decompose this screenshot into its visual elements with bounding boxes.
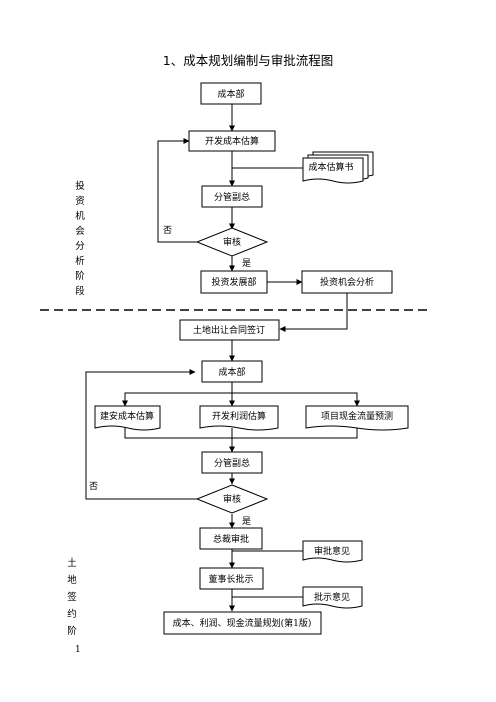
label-shenpi-yijian: 审批意见 xyxy=(314,545,350,557)
stage-1-char: 阶 xyxy=(75,270,85,282)
stage-2-char: 土 xyxy=(67,557,77,569)
label-guihua: 成本、利润、现金流量规划(第1版) xyxy=(173,617,312,629)
page-number: 1 xyxy=(75,645,81,655)
stage-2-char: 约 xyxy=(67,608,77,620)
label-kaifa-guji: 开发成本估算 xyxy=(205,135,259,147)
node-tudi-hetong xyxy=(179,319,280,341)
label-lirun-guji: 开发利润估算 xyxy=(212,410,266,422)
stage-1-char: 析 xyxy=(75,255,85,267)
stage-1-char: 机 xyxy=(75,210,85,222)
node-shenpi-yijian xyxy=(302,540,363,563)
node-kaifa-guji xyxy=(188,130,276,152)
label-dongshi: 董事长批示 xyxy=(208,573,253,585)
label-xianjin-yuce: 项目现金流量预测 xyxy=(321,410,393,422)
label-zongcai: 总裁审批 xyxy=(213,533,249,545)
label-tudi-hetong: 土地出让合同签订 xyxy=(193,324,265,336)
node-guji-shu xyxy=(302,151,374,184)
edge-label-yes-1: 是 xyxy=(242,258,251,269)
node-chengbenbu-2 xyxy=(201,360,263,383)
edge-label-yes-2: 是 xyxy=(242,516,251,527)
node-xianjin-yuce xyxy=(305,405,409,431)
connectors xyxy=(85,104,360,612)
edge-shenhe2-no xyxy=(85,369,198,500)
node-guihua xyxy=(163,611,322,635)
stage-label-2: 土 地 签 约 阶 xyxy=(67,557,77,637)
stage-1-char: 会 xyxy=(75,225,85,237)
stage-1-char: 段 xyxy=(75,285,85,297)
node-zongcai xyxy=(199,527,263,550)
stage-2-char: 阶 xyxy=(67,625,77,637)
label-chengbenbu-2: 成本部 xyxy=(218,366,245,378)
page-title: 1、成本规划编制与审批流程图 xyxy=(163,53,333,68)
label-jianan-guji: 建安成本估算 xyxy=(100,410,154,422)
node-shenhe-2 xyxy=(195,484,269,514)
node-fenguan-2 xyxy=(201,451,263,474)
label-touzi-fenxi: 投资机会分析 xyxy=(320,276,374,288)
node-shenhe-1 xyxy=(195,227,269,257)
edge-label-no-2: 否 xyxy=(89,481,98,492)
node-pishi-yijian xyxy=(302,586,363,609)
node-chengbenbu-1 xyxy=(200,82,262,105)
stage-2-char: 签 xyxy=(67,591,77,603)
stage-2-char: 地 xyxy=(67,574,77,586)
edge-label-no-1: 否 xyxy=(163,225,172,236)
edge-merge-bus xyxy=(124,428,358,439)
label-shenhe-1: 审核 xyxy=(223,236,241,248)
node-touzi-fazhan xyxy=(200,270,268,294)
label-shenhe-2: 审核 xyxy=(223,493,241,505)
node-touzi-fenxi xyxy=(301,270,393,294)
label-fenguan-1: 分管副总 xyxy=(214,191,250,203)
label-fenguan-2: 分管副总 xyxy=(214,457,250,469)
node-jianan-guji xyxy=(94,405,161,431)
edge-fenxi-tudi xyxy=(279,293,348,332)
label-chengbenbu-1: 成本部 xyxy=(217,88,244,100)
edge-shenhe1-no xyxy=(157,138,198,243)
stage-1-char: 投 xyxy=(75,180,85,192)
node-fenguan-1 xyxy=(201,185,263,208)
node-lirun-guji xyxy=(199,405,279,431)
edge-split-bus xyxy=(124,392,358,406)
node-dongshi xyxy=(199,567,264,590)
stage-label-1: 投 资 机 会 分 析 阶 段 xyxy=(75,180,85,297)
label-guji-shu: 成本估算书 xyxy=(308,161,353,173)
label-pishi-yijian: 批示意见 xyxy=(314,591,350,603)
stage-1-char: 资 xyxy=(75,196,85,207)
stage-1-char: 分 xyxy=(75,241,85,252)
label-touzi-fazhan: 投资发展部 xyxy=(211,276,256,288)
